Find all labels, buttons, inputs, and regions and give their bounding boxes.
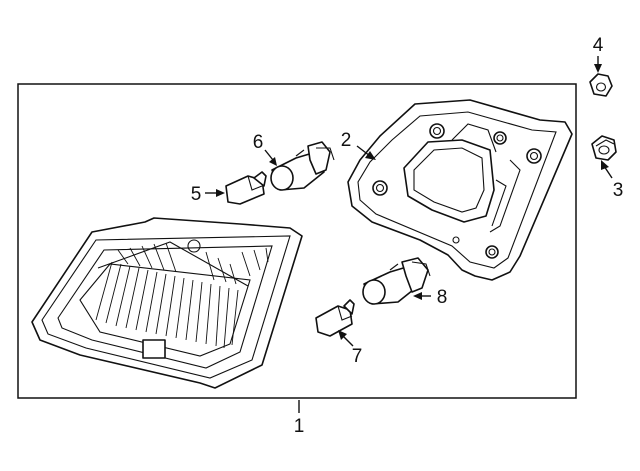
hex-nut [589,73,613,97]
lens-ribs [95,242,269,349]
leader-4 [594,56,602,73]
callout-7: 7 [352,346,363,367]
tail-lamp-assembly [31,217,303,389]
callout-4: 4 [593,35,604,56]
leader-5 [205,189,225,197]
socket-8 [362,257,431,305]
leader-3 [601,160,613,179]
lamp-housing [347,99,573,281]
lamp-tab [142,339,166,359]
leader-6 [264,149,277,166]
leader-8 [413,292,431,300]
leader-2 [356,145,376,160]
callout-6: 6 [253,132,264,153]
assembly-frame [17,83,577,399]
socket-6 [270,141,335,191]
callout-8: 8 [437,287,448,308]
callout-2: 2 [341,130,352,151]
mount-hole [429,123,445,139]
bulb-5 [225,171,267,205]
leader-7 [338,330,354,347]
callout-5: 5 [191,184,202,205]
callout-1: 1 [294,416,305,437]
callout-3: 3 [613,180,624,201]
flange-nut [591,135,617,161]
bulb-7 [315,299,355,337]
